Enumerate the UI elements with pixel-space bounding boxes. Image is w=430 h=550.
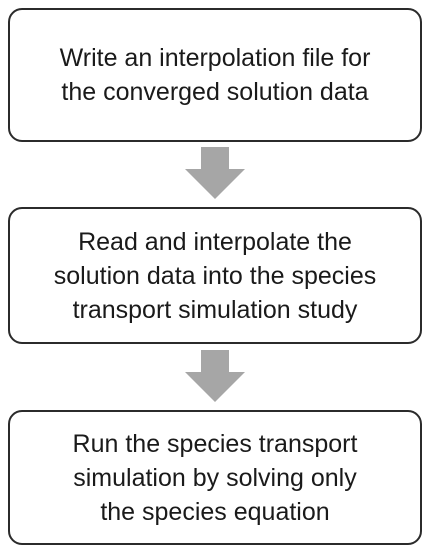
down-arrow-icon	[185, 147, 245, 199]
down-arrow-shape	[185, 350, 245, 402]
step-2-line-3: transport simulation study	[72, 295, 358, 324]
step-box-write-interpolation-file: Write an interpolation file for the conv…	[8, 8, 422, 142]
step-2-line-1: Read and interpolate the	[78, 227, 352, 256]
step-1-line-1: Write an interpolation file for	[59, 44, 371, 72]
step-3-line-2: simulation by solving only	[73, 463, 357, 492]
step-box-read-interpolate-solution: Read and interpolate the solution data i…	[8, 207, 422, 344]
down-arrow-shape	[185, 147, 245, 199]
down-arrow-icon	[185, 350, 245, 402]
step-2-line-2: solution data into the species	[53, 261, 377, 290]
step-box-run-species-transport: Run the species transport simulation by …	[8, 410, 422, 545]
step-3-line-1: Run the species transport	[72, 429, 358, 458]
step-1-line-2: the converged solution data	[61, 78, 369, 106]
step-3-line-3: the species equation	[100, 497, 330, 526]
